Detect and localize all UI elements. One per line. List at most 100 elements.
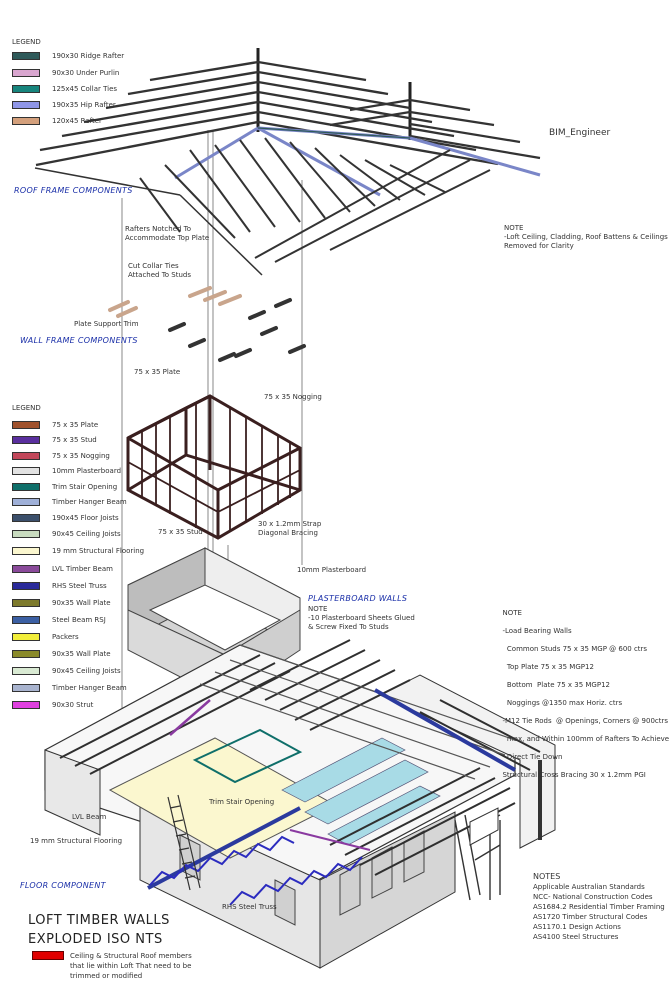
legend-label: 90x45 Ceiling Joists bbox=[52, 667, 121, 675]
legend-label: 10mm Plasterboard bbox=[52, 467, 122, 475]
legend-swatch bbox=[12, 565, 40, 573]
legend-label: 190x45 Floor Joists bbox=[52, 514, 119, 522]
legend-label: Steel Beam RSJ bbox=[52, 616, 106, 624]
callout-nogging-75: 75 x 35 Nogging bbox=[264, 393, 322, 401]
roof-components-label: ROOF FRAME COMPONENTS bbox=[14, 186, 133, 195]
legend-swatch bbox=[12, 616, 40, 624]
note-line: -Load Bearing Walls bbox=[502, 627, 572, 635]
callout-line: Accommodate Top Plate bbox=[125, 234, 210, 242]
roof-frame bbox=[34, 48, 541, 276]
callout-line: 30 x 1.2mm Strap bbox=[258, 520, 322, 528]
legend-label: 125x45 Collar Ties bbox=[52, 85, 118, 93]
note-line: AS1684.2 Residential Timber Framing bbox=[533, 903, 665, 911]
legend-label: Timber Hanger Beam bbox=[52, 684, 127, 692]
note-line: Top Plate 75 x 35 MGP12 bbox=[502, 663, 594, 671]
legend-swatch bbox=[12, 483, 40, 491]
note-head: NOTE bbox=[502, 609, 522, 617]
legend-swatch bbox=[12, 582, 40, 590]
legend-swatch bbox=[12, 452, 40, 460]
watermark: BIM_Engineer bbox=[549, 128, 611, 138]
legend-label: 90x35 Wall Plate bbox=[52, 650, 111, 658]
loose-members bbox=[108, 286, 306, 362]
legend-label: 90x30 Under Purlin bbox=[52, 69, 120, 77]
notes-standards: NOTES Applicable Australian Standards NC… bbox=[533, 872, 665, 942]
note-line: -Loft Ceiling, Cladding, Roof Battens & … bbox=[504, 233, 668, 241]
legend-label: 90x30 Strut bbox=[52, 701, 94, 709]
plasterboard-walls-label: PLASTERBOARD WALLS bbox=[308, 594, 408, 603]
legend-label: 190x35 Hip Rafter bbox=[52, 101, 116, 109]
drawing-title-line2: EXPLODED ISO NTS bbox=[28, 932, 163, 947]
legend-swatch bbox=[12, 421, 40, 429]
legend-swatch bbox=[12, 467, 40, 475]
note-head: NOTE bbox=[504, 224, 524, 232]
red-note: Ceiling & Structural Roof members that l… bbox=[70, 951, 192, 981]
note-line: AS1720 Timber Structural Codes bbox=[533, 913, 648, 921]
legend-label: Packers bbox=[52, 633, 79, 641]
callout-stud-75: 75 x 35 Stud bbox=[158, 528, 203, 536]
legend-swatch bbox=[12, 684, 40, 692]
legend-label: 75 x 35 Nogging bbox=[52, 452, 110, 460]
note-line: & Screw Fixed To Studs bbox=[308, 623, 389, 631]
legend-swatch bbox=[12, 633, 40, 641]
callout-line: Diagonal Bracing bbox=[258, 529, 318, 537]
legend-label: Timber Hanger Beam bbox=[52, 498, 127, 506]
legend-swatch bbox=[12, 514, 40, 522]
callout-plasterboard-10: 10mm Plasterboard bbox=[297, 566, 367, 574]
legend-label: 90x45 Ceiling Joists bbox=[52, 530, 121, 538]
note-line: max, and Within 100mm of Rafters To Achi… bbox=[502, 735, 670, 743]
legend-swatch bbox=[12, 667, 40, 675]
note-line: Common Studs 75 x 35 MGP @ 600 ctrs bbox=[502, 645, 648, 653]
legend-label: 75 x 35 Plate bbox=[52, 421, 99, 429]
floor-component bbox=[44, 639, 556, 969]
callout-lvl-beam: LVL Beam bbox=[72, 813, 107, 821]
legend-label: 19 mm Structural Flooring bbox=[52, 547, 145, 555]
legend-label: 75 x 35 Stud bbox=[52, 436, 97, 444]
note-line: Bottom Plate 75 x 35 MGP12 bbox=[502, 681, 610, 689]
note-line: Noggings @1350 max Horiz. ctrs bbox=[502, 699, 623, 707]
note-line: Applicable Australian Standards bbox=[533, 883, 645, 891]
floor-component-label: FLOOR COMPONENT bbox=[20, 881, 106, 890]
callout-rhs-truss: RHS Steel Truss bbox=[222, 903, 277, 911]
legend-label: LVL Timber Beam bbox=[52, 565, 113, 573]
drawing-title-line1: LOFT TIMBER WALLS bbox=[28, 913, 170, 928]
legend-swatch bbox=[12, 498, 40, 506]
note-line: AS4100 Steel Structures bbox=[533, 933, 619, 941]
callout-plate-support: Plate Support Trim bbox=[74, 320, 139, 328]
callout-trim-stair: Trim Stair Opening bbox=[209, 798, 275, 806]
callout-line: Attached To Studs bbox=[128, 271, 192, 279]
wall-frame bbox=[126, 394, 302, 540]
legend-label: 120x45 Rafter bbox=[52, 117, 102, 125]
note-head: NOTES bbox=[533, 872, 561, 881]
note-line: -10 Plasterboard Sheets Glued bbox=[308, 614, 415, 622]
legend-swatch bbox=[12, 85, 40, 93]
note-line: Direct Tie Down bbox=[502, 753, 563, 761]
legend-label: 90x35 Wall Plate bbox=[52, 599, 111, 607]
wall-components-label: WALL FRAME COMPONENTS bbox=[20, 336, 138, 345]
note-line: Removed for Clarity bbox=[504, 242, 574, 250]
red-swatch bbox=[32, 951, 64, 960]
note-line: Structural Cross Bracing 30 x 1.2mm PGI bbox=[502, 771, 646, 779]
note-head: NOTE bbox=[308, 605, 328, 613]
legend-label: RHS Steel Truss bbox=[52, 582, 107, 590]
note-line: AS1170.1 Design Actions bbox=[533, 923, 621, 931]
roof-legend-title: LEGEND bbox=[12, 38, 41, 46]
note-line: NCC- National Construction Codes bbox=[533, 893, 653, 901]
callout-line: Rafters Notched To bbox=[125, 225, 192, 233]
wall-legend-title: LEGEND bbox=[12, 404, 41, 412]
legend-swatch bbox=[12, 530, 40, 538]
note-line: -M12 Tie Rods @ Openings, Corners @ 900c… bbox=[502, 717, 669, 725]
legend-swatch bbox=[12, 547, 40, 555]
note-line: Ceiling & Structural Roof members bbox=[70, 952, 192, 960]
legend-swatch bbox=[12, 117, 40, 125]
callout-line: Cut Collar Ties bbox=[128, 262, 179, 270]
callout-plate-75: 75 x 35 Plate bbox=[134, 368, 181, 376]
note-roof: NOTE -Loft Ceiling, Cladding, Roof Batte… bbox=[504, 224, 668, 251]
note-plasterboard: NOTE -10 Plasterboard Sheets Glued & Scr… bbox=[308, 605, 415, 632]
legend-swatch bbox=[12, 101, 40, 109]
legend-swatch bbox=[12, 52, 40, 60]
legend-swatch bbox=[12, 69, 40, 77]
